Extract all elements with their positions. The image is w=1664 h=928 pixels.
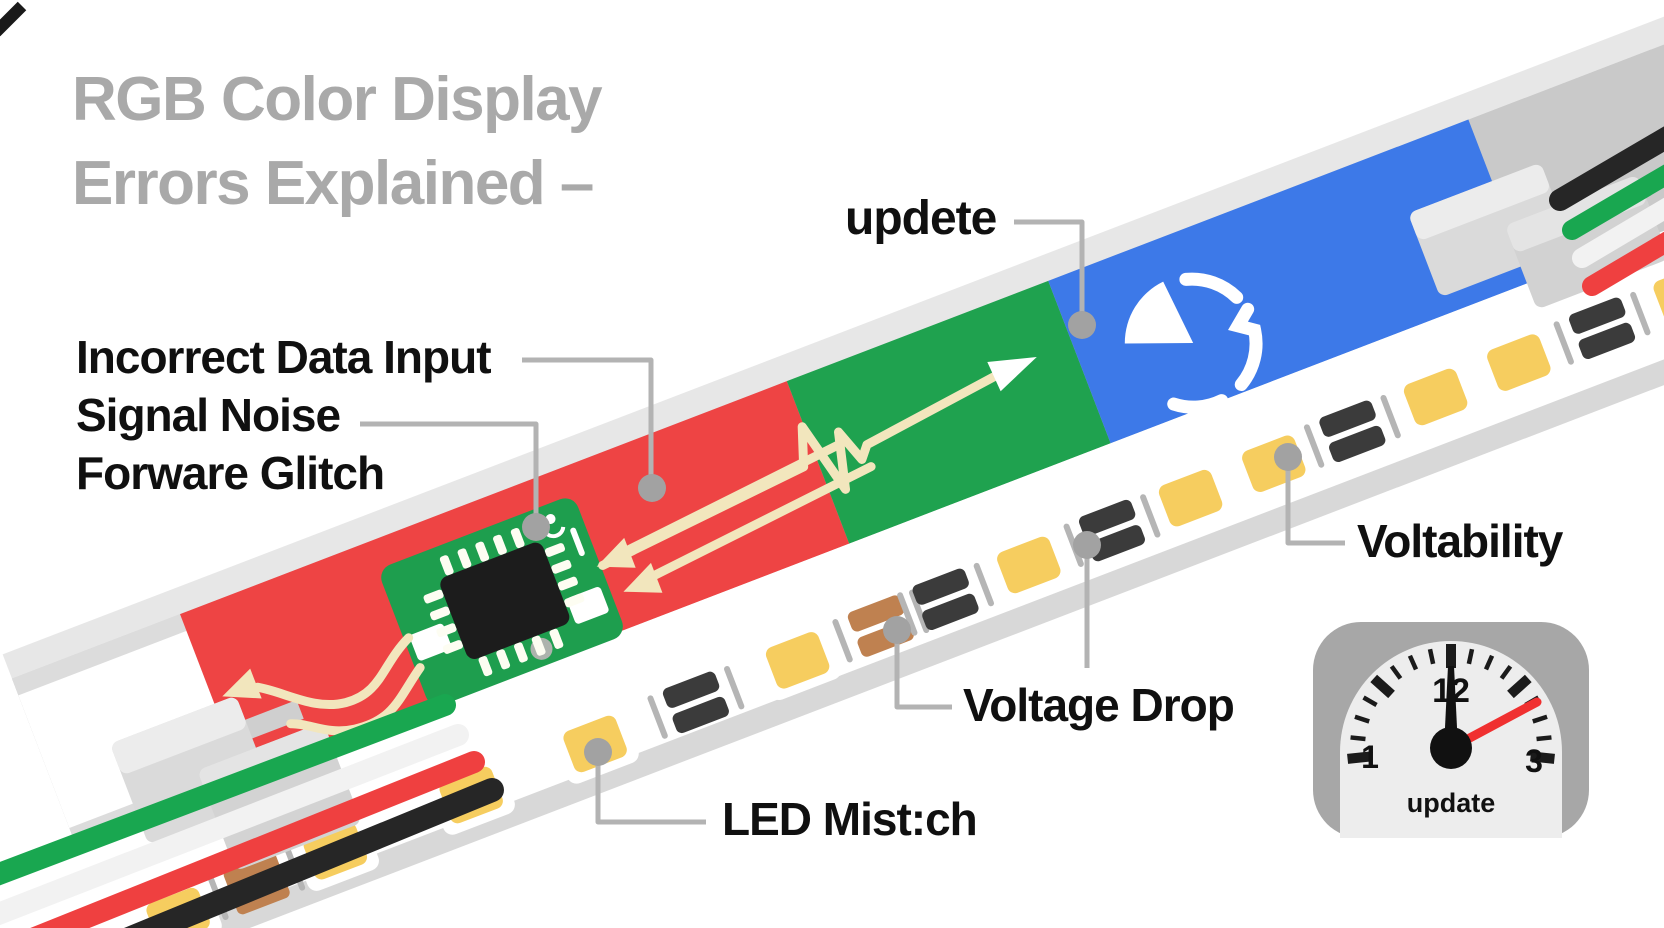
callout-leaders [360,219,1345,825]
gauge-label-1: 1 [1361,739,1379,775]
wire-green [1562,164,1664,240]
dot-updete [1068,311,1096,339]
section-blue [1048,119,1531,444]
dot-voltability [1274,443,1302,471]
dot-led-mismatch [584,738,612,766]
gauge-tick [1536,735,1552,742]
dot-voltage-drop-2 [1073,531,1101,559]
signal-trace [252,633,414,710]
gauge-caption: update [1407,788,1496,818]
callout-updete: updete [845,192,997,245]
resistor-chip [647,666,745,739]
incoming-signal-line [649,462,876,581]
gauge-tick [1499,664,1513,680]
callout-dots [522,311,1302,766]
controller-chip-icon [381,498,623,706]
signal-arrow-left-icon [222,668,262,699]
signal-arrow-right-icon [987,356,1037,392]
power-wires [0,126,1664,928]
chip-marking-line [570,527,585,557]
gauge-tick [1354,714,1370,724]
leader-voltage-drop [894,631,952,710]
chip-body [440,542,570,659]
led-chip [1391,357,1480,437]
led-chip [985,525,1073,605]
broken-circle-icon [1124,272,1263,414]
dot-voltage-drop [883,616,911,644]
connector-block-top [1410,164,1549,240]
glitch-zigzag-line [598,371,1000,570]
gauge-tick [1389,664,1403,680]
callout-signal-noise: Signal Noise [76,389,341,441]
gauge-tick [1347,751,1372,764]
signal-arrow-icon [623,562,663,593]
leader-updete [1014,219,1085,323]
stray-wire-tip [0,1,27,37]
callout-voltage-drop: Voltage Drop [963,679,1235,731]
resistor-chip [1303,394,1401,468]
leader-voltability [1285,458,1345,546]
glitch-signal-icon [222,356,1037,736]
callout-incorrect-data-input: Incorrect Data Input [76,331,492,383]
section-green [786,280,1111,544]
dot-incorrect-data [638,474,666,502]
wire-black [1549,126,1664,211]
connector-block-top [112,697,246,774]
gauge-hub [1430,727,1472,769]
callout-voltability: Voltability [1357,515,1563,567]
broken-circle-arc [1167,394,1229,414]
callout-led-mismatch: LED Mist:ch [722,793,978,845]
gauge-tick [1362,695,1378,707]
leader-signal-noise [360,421,539,525]
chip-pins [423,527,585,677]
gauge-meter-icon: 12 1 3 update [1313,622,1589,838]
dot-signal-noise [522,513,550,541]
wire-white [0,724,469,926]
wire-red [30,751,485,928]
title-line1: RGB Color Display [72,65,603,134]
leader-incorrect-data [522,357,654,486]
resistor-chip [1553,291,1651,365]
wire-red [1582,231,1664,296]
wire-white [1572,197,1664,268]
gauge-tick [1427,648,1436,665]
gauge-tick [1483,654,1495,671]
gauge-tick [1530,751,1555,764]
led-chip [1146,458,1235,538]
title-line2: Errors Explained – [72,149,594,218]
gauge-tick [1407,654,1419,671]
callout-forware-glitch: Forware Glitch [76,447,385,499]
broken-circle-wedge [1124,281,1194,344]
strip-bottom-edge [117,35,1664,928]
gauge-tick [1532,714,1548,724]
gauge-label-3: 3 [1525,743,1543,779]
gauge-tick [1466,648,1475,665]
connector-tab [242,700,304,740]
led-chip [753,620,842,700]
gauge-tick [1350,735,1366,742]
broken-circle-crack-arc [1228,302,1263,392]
resistor-chip [897,562,994,636]
led-chip [1641,254,1664,334]
chip-marking-arc [545,526,566,539]
wire-black [124,778,504,928]
gauge-tick [1370,674,1395,699]
strip-back-edge [2,0,1664,679]
led-chip [1475,322,1563,403]
page-title: RGB Color Display Errors Explained – [72,58,603,226]
broken-circle-arc [1179,272,1244,304]
leader-led-mismatch [595,753,706,825]
wire-green [0,694,456,886]
gauge-tick [1507,674,1532,699]
